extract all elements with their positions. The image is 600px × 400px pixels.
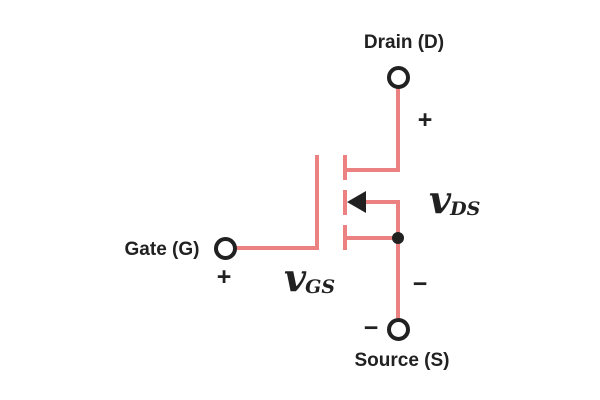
- body-wire-vertical: [396, 200, 400, 238]
- source-terminal: [387, 318, 410, 341]
- vgs-minus-sign: −: [363, 314, 379, 342]
- gate-wire-horizontal: [236, 246, 317, 250]
- source-wire-vertical: [396, 238, 400, 318]
- source-terminal-label: Source (S): [354, 350, 450, 371]
- mosfet-channel-segment-top: [343, 155, 347, 180]
- vds-voltage-label: vDS: [429, 181, 481, 219]
- source-connection-wire: [347, 236, 400, 240]
- drain-terminal-label: Drain (D): [363, 32, 445, 53]
- vgs-plus-sign: +: [216, 263, 232, 291]
- body-arrow-icon: [347, 191, 366, 213]
- body-connection-wire: [364, 200, 400, 204]
- vds-subscript: DS: [450, 198, 481, 220]
- mosfet-gate-bar: [315, 155, 319, 250]
- vds-minus-sign: −: [412, 270, 428, 298]
- drain-wire-vertical: [396, 87, 400, 170]
- drain-connection-wire: [347, 168, 400, 172]
- drain-terminal: [387, 66, 410, 89]
- vgs-symbol: v: [284, 255, 307, 300]
- mosfet-channel-segment-bottom: [343, 225, 347, 250]
- gate-terminal: [214, 237, 237, 260]
- vds-symbol: v: [429, 177, 452, 222]
- junction-dot: [392, 232, 404, 244]
- vgs-subscript: GS: [305, 276, 336, 298]
- vds-plus-sign: +: [417, 106, 433, 134]
- vgs-voltage-label: vGS: [284, 259, 336, 297]
- gate-terminal-label: Gate (G): [124, 239, 200, 260]
- mosfet-channel-segment-middle: [343, 190, 347, 215]
